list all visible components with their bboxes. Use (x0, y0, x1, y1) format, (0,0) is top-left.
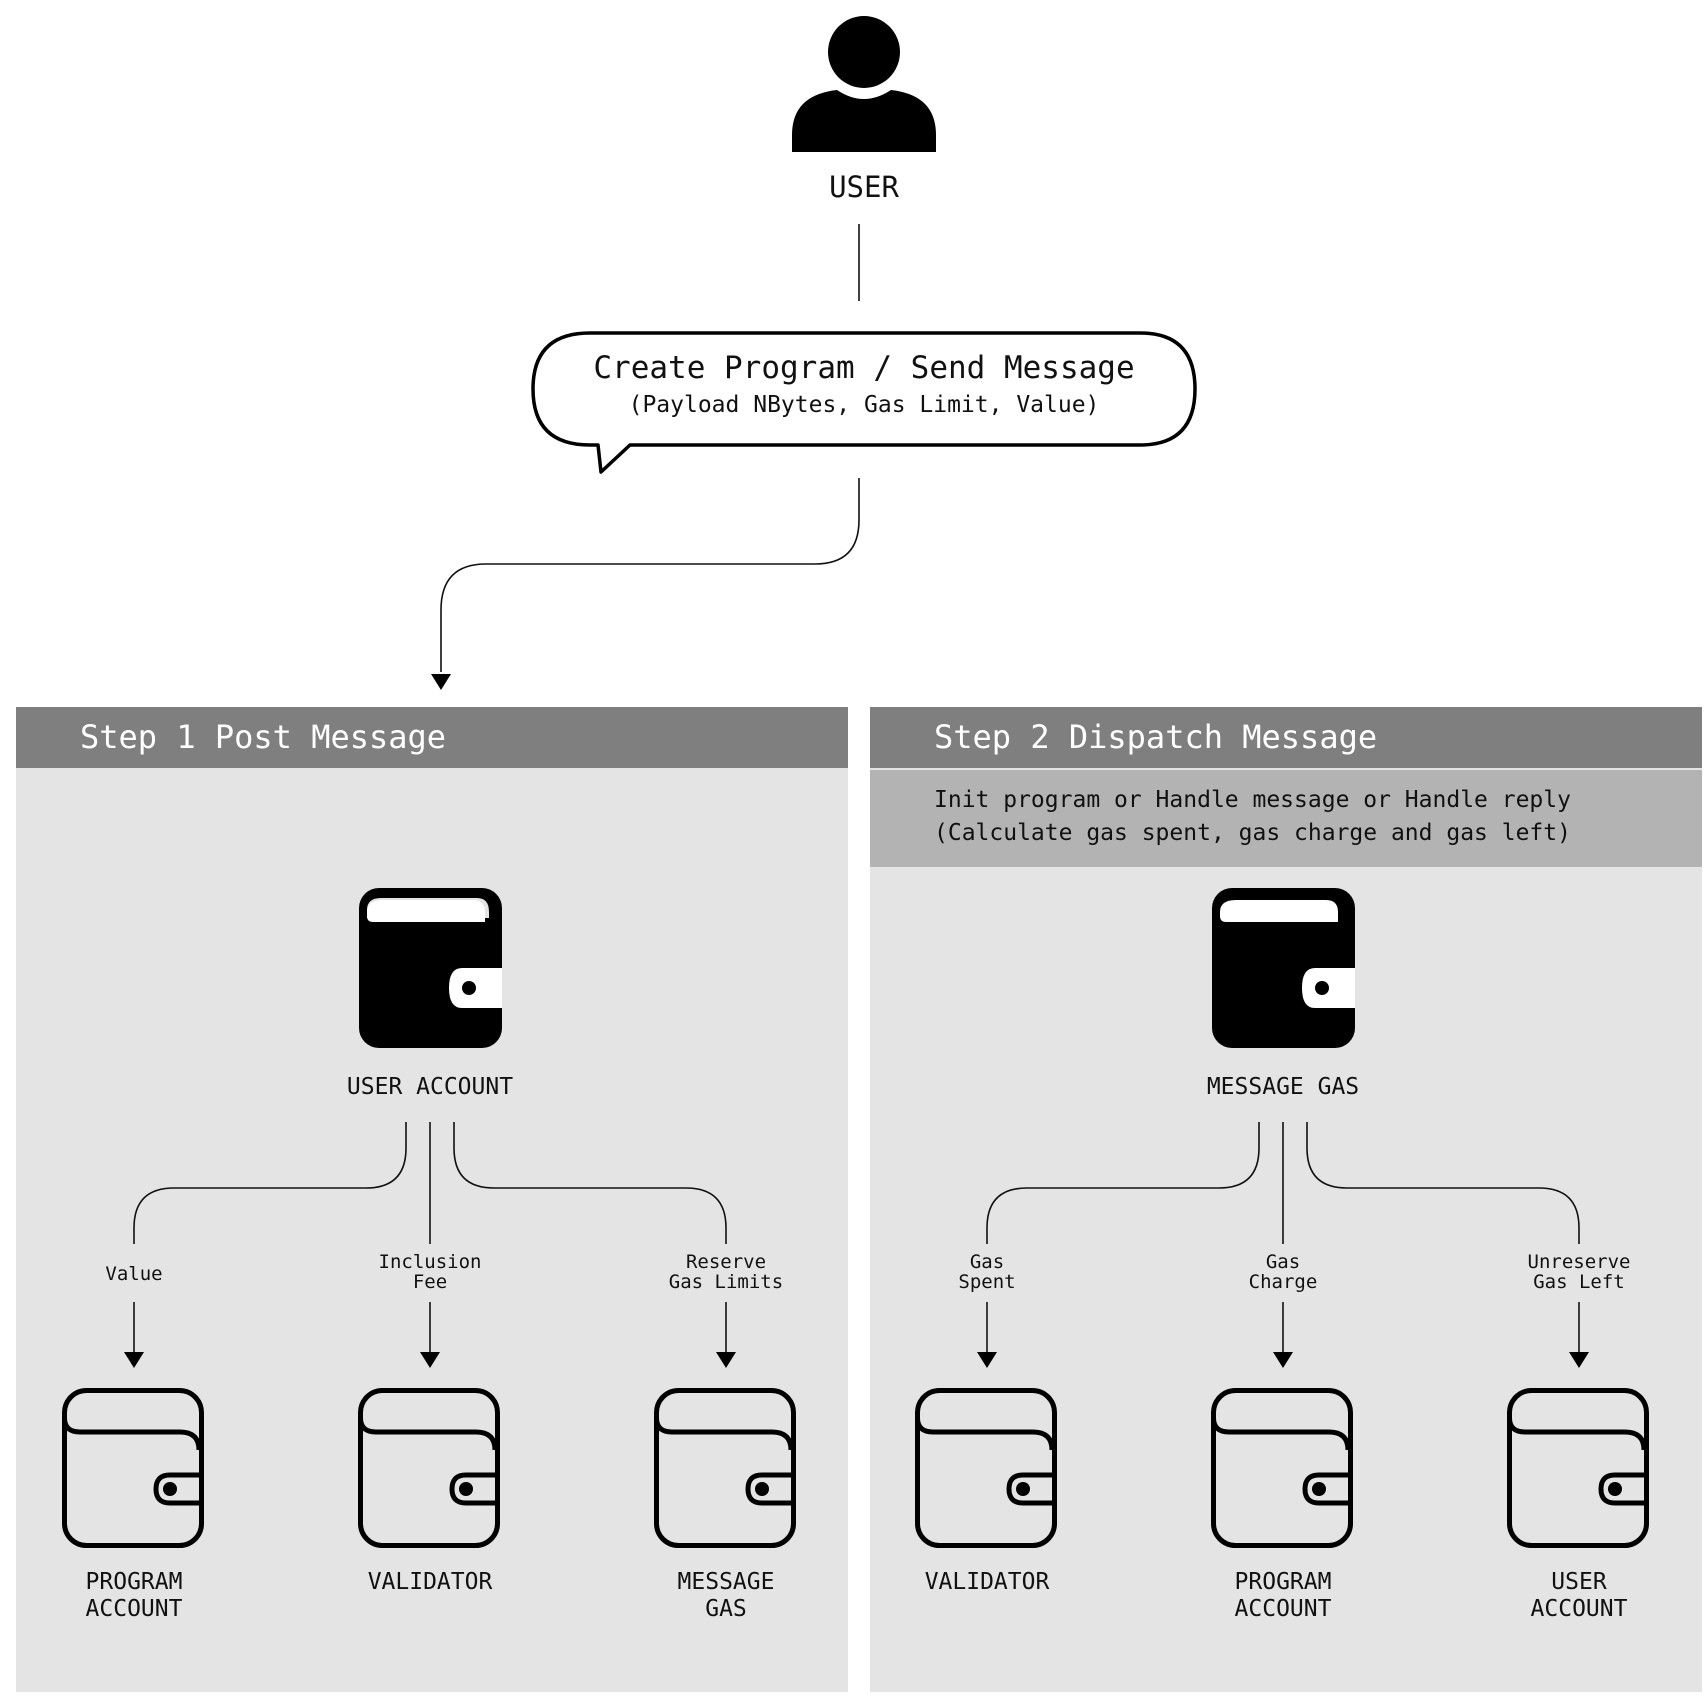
step2-source-label: MESSAGE GAS (1206, 1074, 1360, 1100)
validator-wallet-step2-icon (915, 1388, 1057, 1548)
bubble-to-step1-connector (440, 478, 860, 672)
user-account-wallet-small-icon (1507, 1388, 1649, 1548)
step1-source-label: USER ACCOUNT (346, 1074, 514, 1100)
step1-flow-label-reserve-gas: Reserve Gas Limits (668, 1251, 784, 1293)
step2-flow-label-gas-spent: Gas Spent (958, 1251, 1016, 1293)
program-account-wallet-step2-icon (1211, 1388, 1353, 1548)
step2-flow-label-unreserve: Unreserve Gas Left (1527, 1251, 1631, 1293)
step1-flow-label-value: Value (105, 1263, 163, 1285)
step2-description-line1: Init program or Handle message or Handle… (934, 787, 1571, 813)
program-account-wallet-icon (62, 1388, 204, 1548)
step1-flow-label-inclusion-fee: Inclusion Fee (378, 1251, 482, 1293)
bubble-subtitle: (Payload NBytes, Gas Limit, Value) (628, 392, 1100, 418)
step1-panel: Step 1 Post Message (16, 707, 848, 1692)
step2-flow-label-gas-charge: Gas Charge (1248, 1251, 1318, 1293)
step1-target-program-account: PROGRAM ACCOUNT (85, 1569, 183, 1622)
step2-header: Step 2 Dispatch Message (870, 707, 1702, 768)
step1-header: Step 1 Post Message (16, 707, 848, 768)
step2-description-line2: (Calculate gas spent, gas charge and gas… (934, 820, 1571, 846)
step1-target-validator: VALIDATOR (367, 1569, 493, 1595)
bubble-to-step1-arrowhead (431, 674, 451, 690)
step2-connectors (977, 1122, 1589, 1368)
bubble-title: Create Program / Send Message (593, 350, 1135, 386)
step2-description: Init program or Handle message or Handle… (870, 770, 1702, 867)
step2-target-program-account: PROGRAM ACCOUNT (1234, 1569, 1332, 1622)
step2-panel: Step 2 Dispatch Message Init program or … (870, 707, 1702, 1692)
speech-bubble (531, 331, 1197, 474)
message-gas-wallet-icon (1212, 888, 1355, 1048)
message-gas-wallet-small-icon (654, 1388, 796, 1548)
step1-connectors (124, 1122, 736, 1368)
user-account-wallet-icon (359, 888, 502, 1048)
user-label: USER (829, 170, 899, 204)
validator-wallet-icon (358, 1388, 500, 1548)
step2-target-validator: VALIDATOR (924, 1569, 1050, 1595)
step1-target-message-gas: MESSAGE GAS (677, 1569, 775, 1622)
user-icon (792, 16, 936, 152)
step2-target-user-account: USER ACCOUNT (1530, 1569, 1628, 1622)
